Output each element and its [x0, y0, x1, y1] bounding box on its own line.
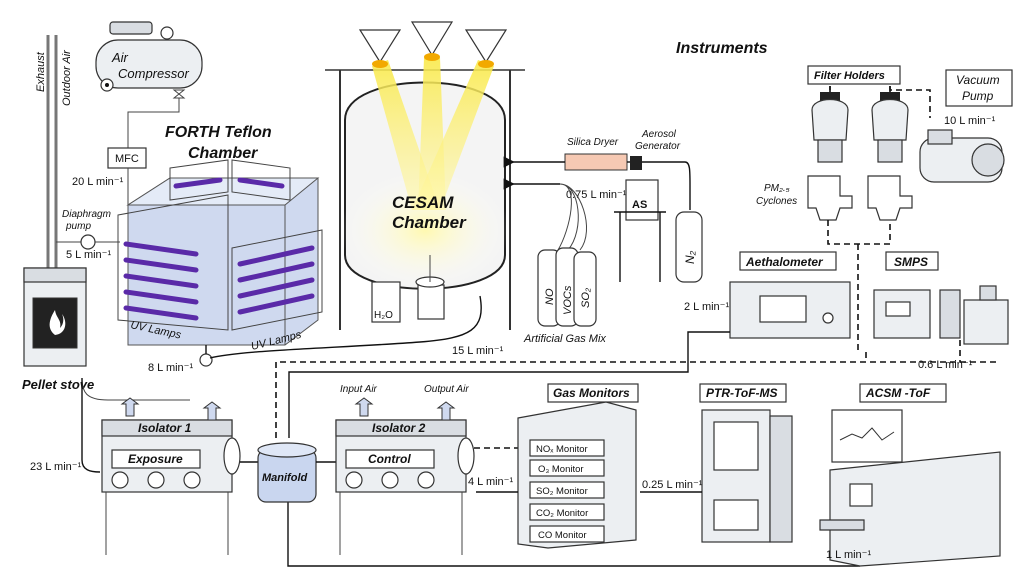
- isolator-1: 23 L min⁻¹ Isolator 1 Exposure: [30, 377, 241, 555]
- manifold-label: Manifold: [262, 472, 307, 484]
- pm-cyclones-label-1: PM₂.₅: [764, 183, 790, 194]
- n2-label: N₂: [683, 250, 697, 264]
- manifold: Manifold: [240, 442, 336, 503]
- acsm-tof-label: ACSM -ToF: [865, 386, 931, 400]
- gas-cyl-vocs-label: VOCs: [562, 285, 574, 315]
- h2o-label: H₂O: [374, 310, 393, 321]
- monitor-co2: CO₂ Monitor: [536, 508, 588, 519]
- control-label: Control: [368, 452, 411, 466]
- exhaust-outdoor-air-duct: Exhaust Outdoor Air: [35, 35, 73, 270]
- flow-4-label: 4 L min⁻¹: [468, 476, 513, 488]
- flow-06-label: 0.6 L min⁻¹: [918, 359, 973, 371]
- ptr-tof-ms: PTR-ToF-MS 0.25 L min⁻¹: [640, 383, 793, 543]
- exposure-label: Exposure: [128, 452, 183, 466]
- forth-chamber-title-1: FORTH Teflon: [165, 124, 272, 141]
- isolator-2: Input Air Output Air Isolator 2 Control: [335, 384, 520, 555]
- aethalometer: Aethalometer 2 L min⁻¹: [684, 251, 851, 339]
- flow-2-label: 2 L min⁻¹: [684, 301, 729, 313]
- diaphragm-pump-label-1: Diaphragm: [62, 209, 111, 220]
- gas-monitors: Gas Monitors NOₓ Monitor O₃ Monitor SO₂ …: [468, 383, 639, 549]
- aerosol-inlet-train: Silica Dryer Aerosol Generator 0.75 L mi…: [503, 129, 703, 283]
- monitor-so2: SO₂ Monitor: [536, 486, 588, 497]
- air-compressor-label-2: Compressor: [118, 66, 189, 81]
- gas-cyl-no-label: NO: [544, 288, 556, 305]
- aethalometer-label: Aethalometer: [745, 255, 824, 269]
- isolator2-label: Isolator 2: [372, 421, 426, 435]
- air-compressor: Air Compressor: [95, 21, 203, 148]
- flame-icon: [49, 310, 66, 335]
- flow-10-label: 10 L min⁻¹: [944, 115, 996, 127]
- vacuum-pump-label-2: Pump: [962, 89, 994, 103]
- flow-23-label: 23 L min⁻¹: [30, 461, 82, 473]
- as-label: AS: [632, 199, 647, 211]
- flow-075-label: 0.75 L min⁻¹: [566, 189, 627, 201]
- aerosol-generator-label-2: Generator: [635, 141, 681, 152]
- instruments-heading: Instruments: [676, 40, 768, 57]
- aerosol-generator-label-1: Aerosol: [641, 129, 677, 140]
- ptr-tof-ms-label: PTR-ToF-MS: [706, 386, 778, 400]
- smps-label: SMPS: [894, 255, 928, 269]
- filter-holders-label: Filter Holders: [814, 70, 885, 82]
- silica-dryer-label: Silica Dryer: [567, 137, 619, 148]
- mfc-label: MFC: [115, 153, 139, 165]
- output-air-label: Output Air: [424, 384, 469, 395]
- cesam-chamber: CESAM Chamber H₂O 15 L min⁻¹: [209, 21, 525, 359]
- input-air-label: Input Air: [340, 384, 378, 395]
- flow-5-label: 5 L min⁻¹: [66, 249, 111, 261]
- flow-8-label: 8 L min⁻¹: [148, 362, 193, 374]
- cesam-title-2: Chamber: [392, 213, 467, 232]
- mfc: MFC 20 L min⁻¹: [72, 147, 147, 205]
- pellet-stove-label: Pellet stove: [22, 377, 94, 392]
- smps: SMPS 0.6 L min⁻¹: [873, 251, 1009, 371]
- forth-chamber-title-2: Chamber: [188, 145, 258, 162]
- artificial-gas-mix-label: Artificial Gas Mix: [523, 333, 606, 345]
- gas-monitors-label: Gas Monitors: [553, 386, 630, 400]
- diaphragm-pump: Diaphragm pump 5 L min⁻¹: [56, 209, 120, 261]
- flow-15-label: 15 L min⁻¹: [452, 345, 504, 357]
- isolator1-label: Isolator 1: [138, 421, 192, 435]
- diaphragm-pump-label-2: pump: [65, 221, 91, 232]
- pm-cyclones-label-2: Cyclones: [756, 196, 797, 207]
- monitor-co: CO Monitor: [538, 530, 587, 541]
- pellet-stove: Pellet stove: [22, 267, 94, 392]
- filter-holders: Filter Holders PM₂.₅ Cyclones: [756, 65, 931, 352]
- flow-8: 8 L min⁻¹: [148, 345, 213, 374]
- cesam-title-1: CESAM: [392, 193, 454, 212]
- exhaust-label: Exhaust: [35, 51, 47, 92]
- forth-teflon-chamber: FORTH Teflon Chamber UV Lamps UV Lamps: [117, 124, 323, 353]
- outdoor-air-label: Outdoor Air: [61, 49, 73, 106]
- acsm-tof: ACSM -ToF 1 L min⁻¹: [819, 383, 1001, 567]
- monitor-nox: NOₓ Monitor: [536, 444, 588, 455]
- flow-025-label: 0.25 L min⁻¹: [642, 479, 703, 491]
- flow-20-label: 20 L min⁻¹: [72, 176, 124, 188]
- gas-cyl-so2-label: SO₂: [580, 287, 592, 308]
- valve-icon: [172, 89, 186, 99]
- monitor-o3: O₃ Monitor: [538, 464, 584, 475]
- flow-1-label: 1 L min⁻¹: [826, 549, 871, 561]
- air-compressor-label-1: Air: [111, 50, 129, 65]
- vacuum-pump: Vacuum Pump 10 L min⁻¹: [919, 69, 1013, 183]
- vacuum-pump-label-1: Vacuum: [956, 73, 1000, 87]
- artificial-gas-mix: NO VOCs SO₂ Artificial Gas Mix: [523, 247, 606, 345]
